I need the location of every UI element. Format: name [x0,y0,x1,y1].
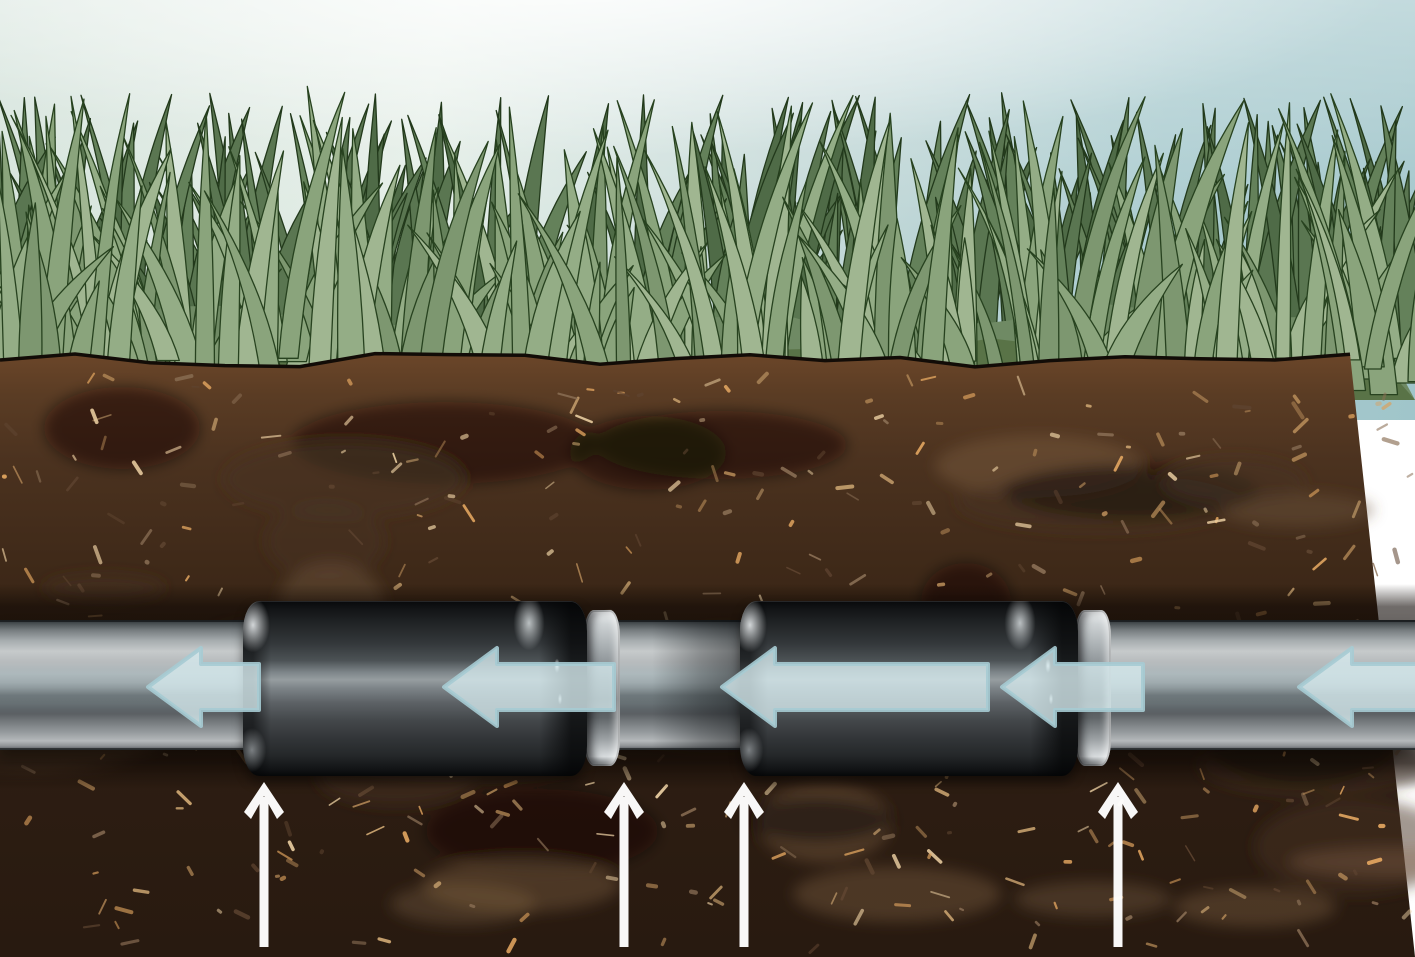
grass-layer [0,85,1415,400]
seep-arrow-1 [244,782,284,947]
seep-arrow-2 [604,782,644,947]
water-flow-arrow-5 [1297,646,1415,728]
seep-arrow-4 [1098,782,1138,947]
grass-front-blades [0,85,1415,400]
water-flow-arrow-1 [146,646,261,728]
seep-arrow-3 [724,782,764,947]
water-flow-arrow-3 [720,646,990,728]
water-flow-arrow-4 [1000,646,1145,728]
water-flow-arrow-2 [442,646,616,728]
soil-surface-line [0,351,1351,369]
